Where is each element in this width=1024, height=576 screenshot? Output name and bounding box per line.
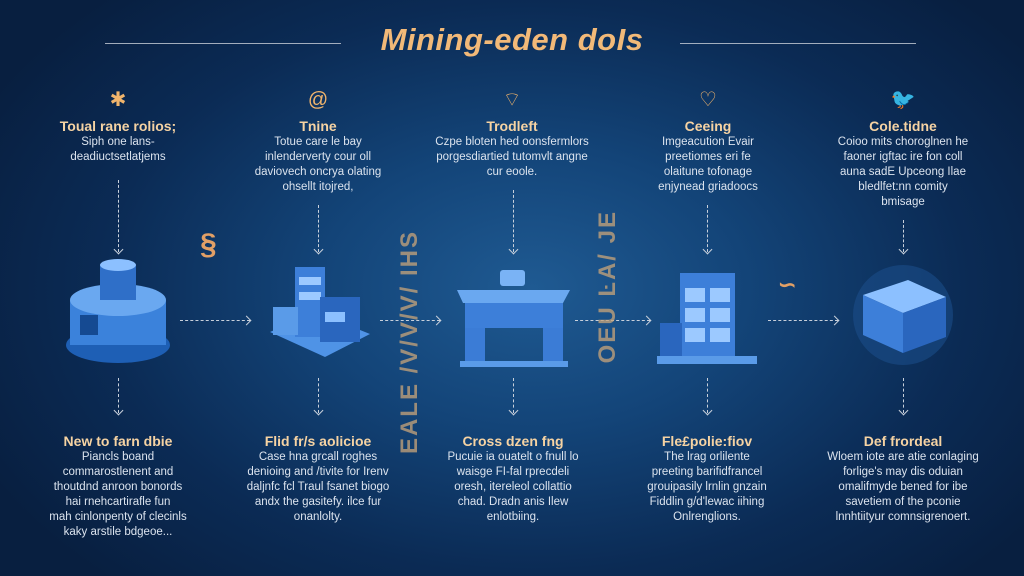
gateway-machine-illustration	[457, 270, 570, 367]
step-text: Totue care le bay inlenderverty cour oll…	[254, 136, 382, 193]
top-step-4: ♡ Ceeing Imgeacution Evair preetiomes er…	[608, 88, 808, 195]
mining-rig-illustration	[66, 259, 170, 363]
arrow-down	[318, 205, 319, 252]
arrow-right	[180, 320, 250, 321]
server-building-illustration	[270, 267, 370, 357]
step-title: New to farn dbie	[63, 433, 173, 449]
page-title: Mining-eden doIs	[380, 22, 644, 57]
bottom-step-1: New to farn dbie Piancls boand commarost…	[18, 427, 218, 540]
step-text: Czpe bloten hed oonsfermlors porgesdiart…	[435, 136, 589, 178]
step-text: Siph one lans- deadiuctsetlatjems	[70, 136, 166, 163]
step-title: Toual rane rolios;	[59, 118, 177, 134]
arrow-down	[513, 190, 514, 252]
step-text: Pucuie ia ouatelt o fnull lo waisge FI-f…	[447, 451, 579, 523]
arrow-down	[903, 220, 904, 252]
step-title: Cross dzen fng	[462, 433, 564, 449]
step-title: Fle£polie:fiov	[661, 433, 753, 449]
title-divider-left	[105, 43, 341, 44]
top-step-2: @ Tnine Totue care le bay inlenderverty …	[218, 88, 418, 195]
step-title: Trodleft	[486, 118, 538, 134]
bird-icon: 🐦	[890, 89, 916, 111]
arrow-down	[707, 378, 708, 413]
step-text: Imgeacution Evair preetiomes eri fe olai…	[658, 136, 758, 193]
arrow-right	[380, 320, 440, 321]
bottom-step-5: Def frordeal Wloem iote are atie conlagi…	[793, 427, 1013, 525]
at-sign-icon: @	[307, 89, 329, 111]
step-title: Cole.tidne	[869, 118, 937, 134]
arrow-down	[118, 180, 119, 252]
squiggle-glyph-icon: §	[200, 228, 217, 261]
step-text: The lrag orlilente preeting barifidfranc…	[647, 451, 767, 523]
arrow-right	[768, 320, 838, 321]
top-step-5: 🐦 Cole.tidne Coioo mits choroglnen he fa…	[803, 88, 1003, 210]
side-label: EALE /V/V/V/ IHS	[396, 230, 423, 455]
arrow-right	[575, 320, 650, 321]
bottom-step-3: Cross dzen fng Pucuie ia ouatelt o fnull…	[413, 427, 613, 525]
bottom-step-2: Flid fr/s aolicioe Case hna grcall roghe…	[208, 427, 428, 525]
step-text: Coioo mits choroglnen he faoner igftac i…	[837, 136, 969, 208]
step-text: Wloem iote are atie conlaging forlige's …	[827, 451, 979, 523]
top-step-3: ⌔ Trodleft Czpe bloten hed oonsfermlors …	[402, 88, 622, 180]
step-title: Flid fr/s aolicioe	[264, 433, 372, 449]
step-title: Def frordeal	[863, 433, 943, 449]
data-center-illustration	[657, 273, 757, 364]
bottom-step-4: Fle£polie:fiov The lrag orlilente preeti…	[607, 427, 807, 525]
arrow-down	[513, 378, 514, 413]
squiggle-glyph-icon: ∽	[778, 272, 797, 297]
step-text: Piancls boand commarostlenent and thoutd…	[49, 451, 187, 538]
wifi-icon: ⌔	[502, 89, 522, 111]
side-label: OEU ĿA/ JE	[594, 210, 621, 364]
arrow-down	[903, 378, 904, 413]
title-divider-right	[680, 43, 916, 44]
lightbulb-icon: ♡	[699, 89, 717, 111]
arrow-down	[318, 378, 319, 413]
top-step-1: ✱ Toual rane rolios; Siph one lans- dead…	[18, 88, 218, 165]
step-title: Ceeing	[684, 118, 732, 134]
asterisk-icon: ✱	[109, 89, 127, 111]
step-text: Case hna grcall roghes denioing and /tiv…	[246, 451, 390, 523]
arrow-down	[118, 378, 119, 413]
storage-box-illustration	[853, 265, 953, 365]
arrow-down	[707, 205, 708, 252]
header: Mining-eden doIs	[0, 22, 1024, 58]
step-title: Tnine	[299, 118, 337, 134]
